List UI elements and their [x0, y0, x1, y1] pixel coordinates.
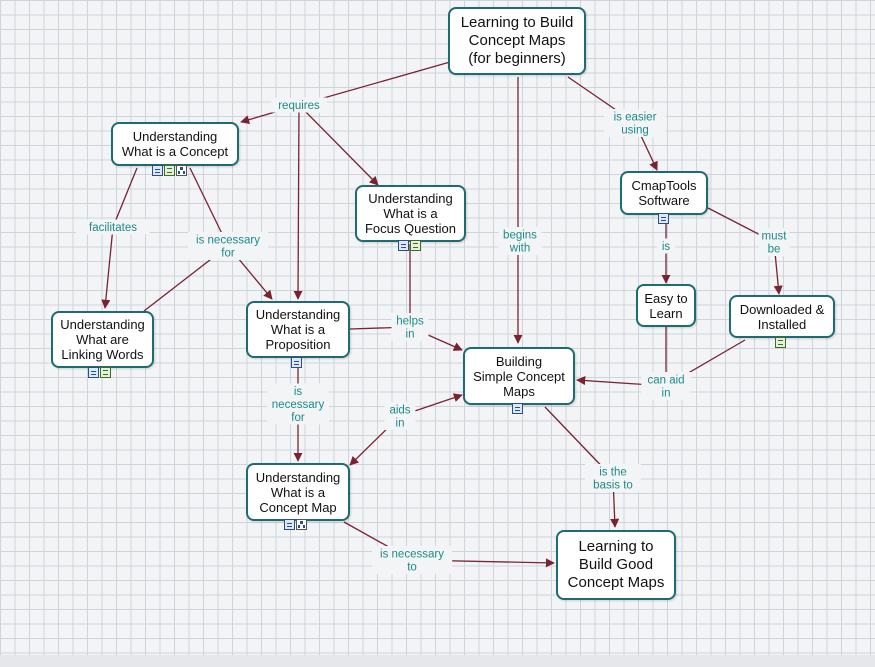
link-label-background	[498, 227, 542, 255]
concept-concept-map[interactable]: Understanding What is a Concept Map	[246, 463, 350, 521]
resource-icons-proposition	[291, 357, 302, 368]
resource-icons-focus-question	[398, 240, 421, 251]
link-label-background	[758, 228, 790, 256]
document-icon[interactable]	[398, 240, 409, 251]
concept-what-is-concept[interactable]: Understanding What is a Concept	[111, 122, 239, 166]
resource-icons-concept-map	[284, 519, 307, 530]
sheet-icon[interactable]	[164, 165, 175, 176]
document-icon[interactable]	[284, 519, 295, 530]
document-icon[interactable]	[152, 165, 163, 176]
link-label-background	[391, 313, 429, 341]
resource-icons-building-simple	[512, 403, 523, 414]
document-icon[interactable]	[88, 367, 99, 378]
link-label-is[interactable]: is	[656, 238, 676, 254]
link-label-background	[384, 402, 416, 430]
link-label-text: requires	[278, 100, 320, 112]
concept-focus-question[interactable]: Understanding What is a Focus Question	[355, 185, 466, 242]
link-label-requires[interactable]: requires	[271, 97, 327, 113]
cmap-icon[interactable]	[176, 165, 187, 176]
sheet-icon[interactable]	[410, 240, 421, 251]
link-label-background	[641, 372, 691, 400]
concept-proposition[interactable]: Understanding What is a Proposition	[246, 301, 350, 358]
connector-line	[112, 167, 138, 228]
resource-icons-what-is-concept	[152, 165, 187, 176]
concept-downloaded[interactable]: Downloaded & Installed	[729, 295, 835, 338]
connector-line	[293, 104, 303, 300]
bottom-strip	[0, 655, 875, 667]
link-label-text: facilitates	[89, 222, 137, 234]
connector-line	[298, 104, 379, 186]
sheet-icon[interactable]	[100, 367, 111, 378]
link-label-background	[656, 238, 676, 254]
resource-icons-linking-words	[88, 367, 111, 378]
link-label-background	[75, 219, 151, 235]
sheet-icon[interactable]	[775, 337, 786, 348]
concept-good-maps[interactable]: Learning to Build Good Concept Maps	[556, 530, 676, 600]
link-label-background	[585, 464, 641, 492]
cmap-icon[interactable]	[296, 519, 307, 530]
link-label-background	[267, 383, 329, 425]
document-icon[interactable]	[291, 357, 302, 368]
connector-line	[101, 226, 114, 309]
resource-icons-cmaptools	[658, 213, 669, 224]
document-icon[interactable]	[512, 403, 523, 414]
resource-icons-downloaded	[775, 337, 786, 348]
link-label-facilitates[interactable]: facilitates	[75, 219, 151, 235]
link-label-text: is	[662, 241, 671, 253]
concept-linking-words[interactable]: Understanding What are Linking Words	[51, 311, 154, 368]
link-label-background	[371, 546, 453, 574]
link-label-background	[271, 97, 327, 113]
concept-building-simple[interactable]: Building Simple Concept Maps	[463, 347, 575, 405]
concept-easy-to-learn[interactable]: Easy to Learn	[636, 284, 696, 327]
document-icon[interactable]	[658, 213, 669, 224]
concept-learning-to-build[interactable]: Learning to Build Concept Maps (for begi…	[448, 7, 586, 75]
concept-cmaptools[interactable]: CmapTools Software	[620, 171, 708, 215]
link-label-background	[604, 109, 666, 137]
link-label-background	[187, 232, 269, 260]
